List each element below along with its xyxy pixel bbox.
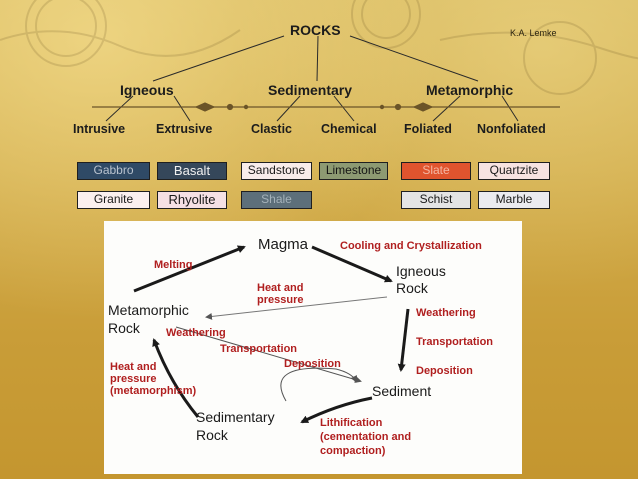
- subtype-intrusive: Intrusive: [73, 122, 126, 136]
- rock-basalt: Basalt: [157, 162, 227, 180]
- arrow-heat-pressure: [205, 296, 388, 320]
- rock-sandstone: Sandstone: [241, 162, 312, 180]
- process-deposition-mid: Deposition: [284, 358, 341, 370]
- process-lithification-line1: Lithification: [320, 417, 383, 429]
- rock-limestone: Limestone: [319, 162, 388, 180]
- process-metamorphism-line1: Heat and: [110, 361, 157, 373]
- rock-rhyolite: Rhyolite: [157, 191, 227, 209]
- arrow-weathering-left: [175, 326, 362, 383]
- stage-metamorphic-line1: Metamorphic: [108, 302, 189, 318]
- process-heat-pressure-line1: Heat and: [257, 282, 304, 294]
- process-cooling: Cooling and Crystallization: [340, 240, 482, 252]
- rock-granite: Granite: [77, 191, 150, 209]
- rock-shale: Shale: [241, 191, 312, 209]
- root-label: ROCKS: [290, 22, 341, 38]
- rock-cycle-panel: Magma Igneous Rock Metamorphic Rock Sedi…: [104, 221, 522, 474]
- class-igneous: Igneous: [120, 82, 174, 98]
- stage-igneous-line1: Igneous: [396, 263, 446, 279]
- stage-magma: Magma: [258, 236, 309, 253]
- process-metamorphism-line2: pressure: [110, 373, 157, 385]
- process-weathering-left: Weathering: [166, 327, 226, 339]
- process-deposition-right: Deposition: [416, 365, 473, 377]
- arrow-lithification: [300, 396, 373, 424]
- arrow-cooling: [311, 245, 393, 283]
- process-weathering-right: Weathering: [416, 307, 476, 319]
- arrow-weathering-right: [397, 308, 410, 372]
- ornament-divider: [92, 102, 560, 112]
- rock-marble: Marble: [478, 191, 550, 209]
- author-credit: K.A. Lemke: [510, 28, 557, 38]
- rock-quartzite: Quartzite: [478, 162, 550, 180]
- subtype-chemical: Chemical: [321, 122, 377, 136]
- process-metamorphism-line3: (metamorphism): [110, 385, 197, 397]
- cycle-arrows: [133, 245, 410, 424]
- rock-slate: Slate: [401, 162, 471, 180]
- process-lithification-line3: compaction): [320, 445, 386, 457]
- stage-sedimentary-line2: Rock: [196, 427, 228, 443]
- arrow-metamorphism: [152, 338, 200, 418]
- process-melting: Melting: [154, 259, 193, 271]
- subtype-clastic: Clastic: [251, 122, 292, 136]
- class-sedimentary: Sedimentary: [268, 82, 353, 98]
- process-transportation-left: Transportation: [220, 343, 298, 355]
- class-metamorphic: Metamorphic: [426, 82, 514, 98]
- process-transportation-right: Transportation: [416, 336, 494, 348]
- subtype-nonfoliated: Nonfoliated: [477, 122, 546, 136]
- classification-connectors: [92, 35, 560, 122]
- subtype-foliated: Foliated: [404, 122, 452, 136]
- subtype-extrusive: Extrusive: [156, 122, 213, 136]
- rock-schist: Schist: [401, 191, 471, 209]
- stage-igneous-line2: Rock: [396, 280, 428, 296]
- process-heat-pressure-line2: pressure: [257, 294, 304, 306]
- stage-sediment: Sediment: [372, 383, 432, 399]
- process-lithification-line2: (cementation and: [320, 431, 412, 443]
- rock-gabbro: Gabbro: [77, 162, 150, 180]
- stage-metamorphic-line2: Rock: [108, 320, 140, 336]
- stage-sedimentary-line1: Sedimentary: [196, 409, 275, 425]
- arrow-melting: [133, 245, 246, 293]
- arrow-sediment-loop: [280, 367, 357, 402]
